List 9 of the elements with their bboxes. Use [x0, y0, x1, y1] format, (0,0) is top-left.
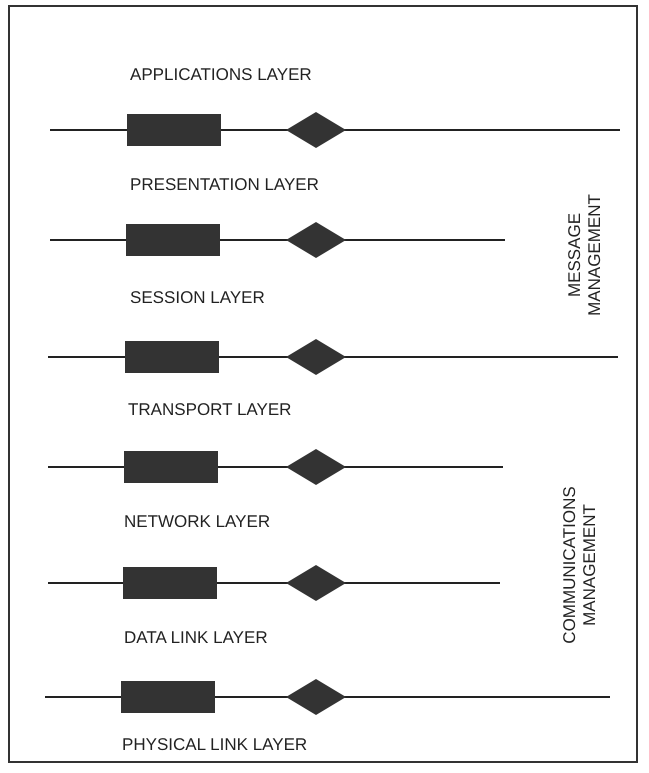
layer-label: APPLICATIONS LAYER [130, 65, 312, 85]
section-label: COMMUNICATIONS MANAGEMENT [560, 485, 600, 646]
layer-label: DATA LINK LAYER [124, 628, 268, 648]
layer-label: PRESENTATION LAYER [130, 175, 319, 195]
layer-label: NETWORK LAYER [124, 512, 270, 532]
layer-label: PHYSICAL LINK LAYER [122, 735, 308, 755]
layer-label: TRANSPORT LAYER [128, 400, 292, 420]
section-label: MESSAGE MANAGEMENT [565, 193, 605, 318]
layer-label: SESSION LAYER [130, 288, 265, 308]
